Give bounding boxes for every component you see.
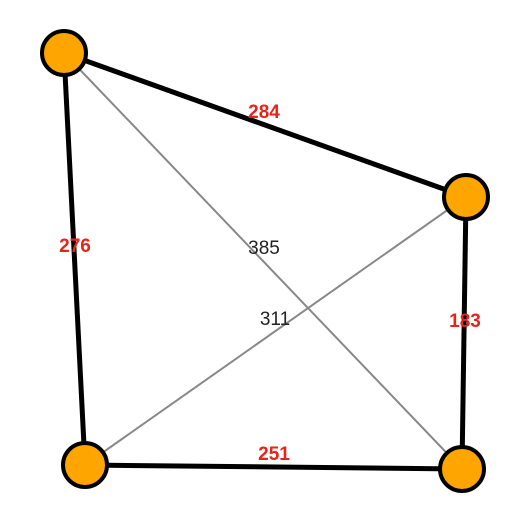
edge-a-d	[63, 52, 463, 470]
edge-a-b	[63, 50, 467, 200]
graph-node-a	[40, 29, 88, 77]
weight-label-b-d: 183	[449, 311, 481, 332]
weight-label-b-c: 311	[260, 309, 290, 330]
weight-label-c-d: 251	[258, 444, 290, 465]
graph-node-d	[438, 445, 486, 493]
edge-c-d	[84, 462, 463, 472]
weight-label-a-d: 385	[248, 238, 280, 259]
graph-node-b	[442, 173, 490, 221]
edge-a-c	[61, 52, 88, 466]
edge-b-d	[459, 196, 469, 470]
edge-b-c	[84, 196, 467, 466]
weight-label-a-c: 276	[59, 236, 91, 257]
weight-label-a-b: 284	[248, 102, 280, 123]
graph-node-c	[61, 441, 109, 489]
